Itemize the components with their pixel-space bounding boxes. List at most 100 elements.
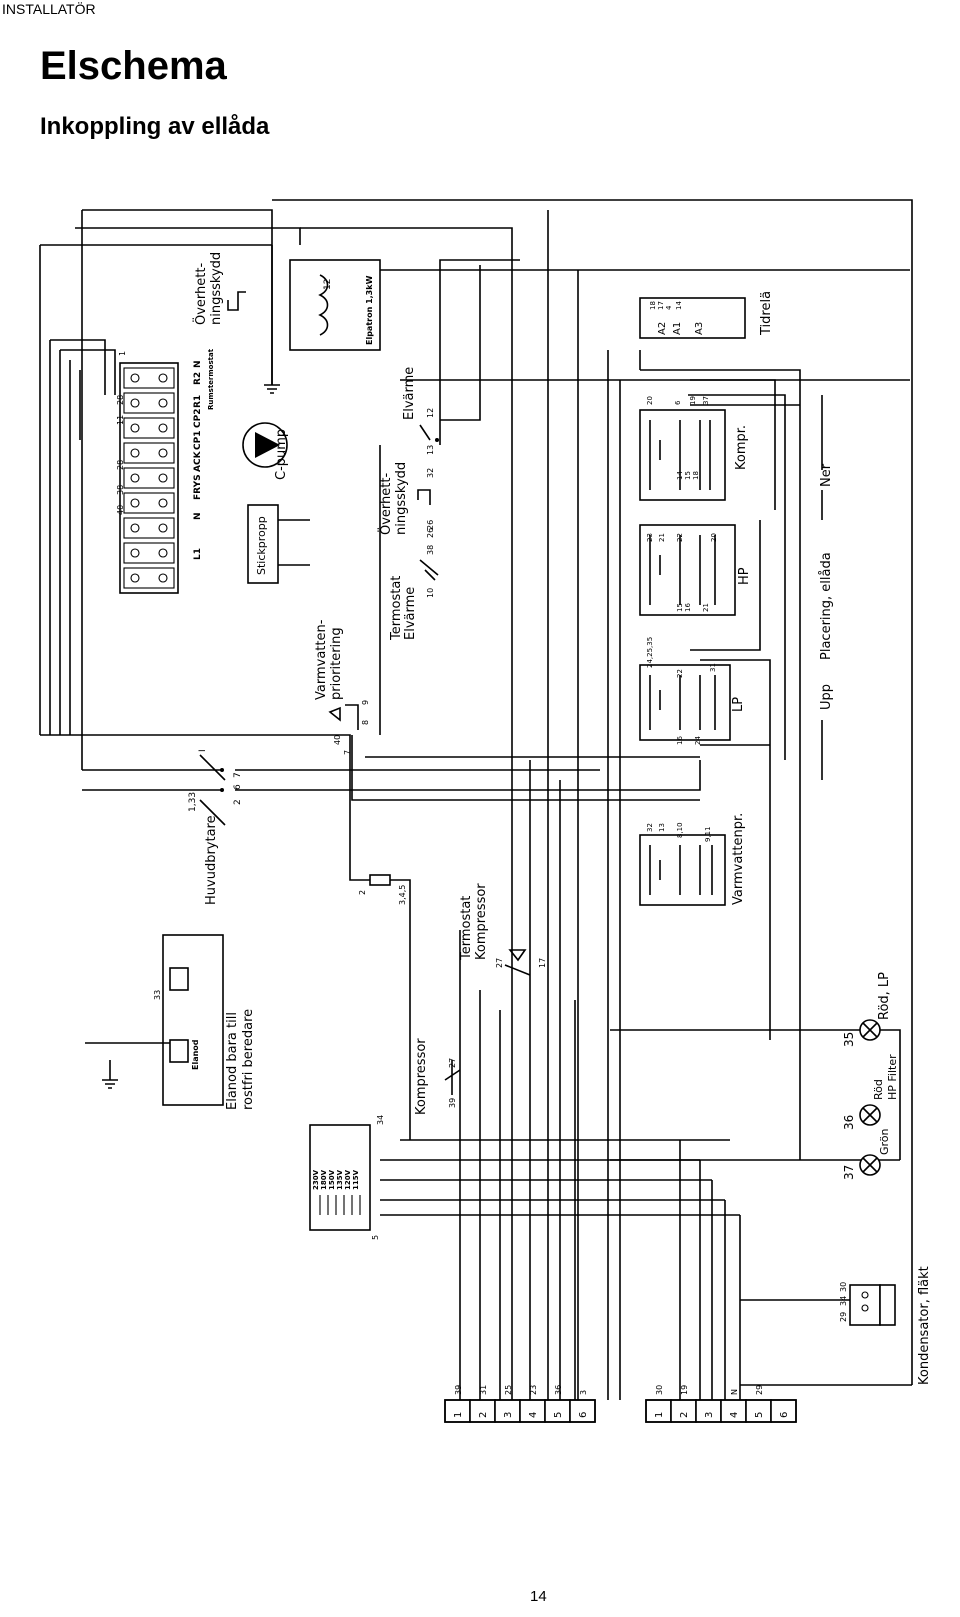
- terminal-position: 6: [779, 1412, 790, 1418]
- c-pump: C-pump: [242, 422, 289, 480]
- terminal-number: 5: [371, 1235, 380, 1240]
- voltage-tap-label: 230V: [312, 1169, 320, 1190]
- termostat-elvarme: Termostat Elvärme 10: [389, 559, 439, 641]
- termostat-elvarme-1: Termostat: [389, 576, 404, 641]
- rumstermostat-label: Rumstermostat: [207, 348, 215, 410]
- lamp-number: 36: [842, 1115, 856, 1130]
- terminal-position: 1: [654, 1412, 665, 1418]
- voltage-tap-label: 120V: [344, 1169, 352, 1190]
- relay-label: Varmvattenpr.: [731, 813, 746, 905]
- overhettningsskydd-top: Överhett- ningsskydd: [192, 252, 246, 325]
- screw-icon: [130, 573, 140, 583]
- relay-terminal-number: 15: [684, 471, 692, 480]
- elanod-label: Elanod: [191, 1039, 200, 1070]
- screw-icon: [158, 498, 168, 508]
- terminal-number: 26: [426, 528, 435, 538]
- terminal-position: 4: [729, 1412, 740, 1418]
- wire-number: 1: [118, 351, 127, 356]
- terminal-top-label: FRYS: [193, 474, 203, 500]
- terminal-position: 1: [453, 1412, 464, 1418]
- terminal-number: 34: [376, 1115, 385, 1125]
- voltage-tap-label: 180V: [320, 1169, 328, 1190]
- kompressor-label: Kompressor: [414, 1038, 429, 1115]
- relay-varmvattenpr: Varmvattenpr.: [639, 813, 746, 906]
- terminal-wire-number: 19: [680, 1385, 689, 1395]
- relay-terminal-number: 14: [676, 471, 684, 480]
- screw-icon: [158, 373, 168, 383]
- terminal-number: 12: [323, 279, 333, 290]
- terminal-number: 2: [358, 890, 367, 895]
- screw-icon: [130, 548, 140, 558]
- page-number: 14: [530, 1588, 547, 1605]
- lamp-label: HP Filter: [886, 1054, 899, 1100]
- screw-icon: [158, 548, 168, 558]
- overhett-label-1: Överhett-: [192, 263, 209, 325]
- screw-icon: [130, 523, 140, 533]
- relay-terminal-number: 13: [658, 823, 666, 832]
- terminal-position: 5: [754, 1412, 765, 1418]
- terminal-number: 26: [426, 520, 435, 530]
- elanod: 33 Elanod Elanod bara till rostfri bered…: [85, 934, 256, 1110]
- overhett-label-2: ningsskydd: [209, 252, 224, 325]
- terminal-position: 5: [553, 1412, 564, 1418]
- huvudbrytare: Huvudbrytare 1,33 2 6 7: [188, 754, 243, 905]
- terminal-top-label: CP1: [193, 431, 203, 450]
- screw-icon: [130, 448, 140, 458]
- kondensator-label: Kondensator, fläkt: [917, 1266, 932, 1385]
- terminal-number: 3,4,5: [398, 885, 407, 905]
- terminal-top-label: N: [193, 512, 203, 520]
- terminal-wire-number: 29: [755, 1385, 764, 1395]
- terminal-position: 4: [528, 1412, 539, 1418]
- termostat-elvarme-2: Elvärme: [403, 587, 418, 640]
- elanod-note-2: rostfri beredare: [241, 1009, 256, 1110]
- tidrela-number: 4: [665, 305, 673, 310]
- terminal-top-label: ACK: [193, 450, 203, 472]
- screw-icon: [158, 448, 168, 458]
- terminal-top-label: R1: [193, 395, 203, 408]
- overhettningsskydd-mid: Överhett- ningsskydd: [377, 462, 431, 535]
- terminal-wire-number: 23: [529, 1385, 538, 1395]
- relay-label: Kompr.: [734, 425, 749, 470]
- voltage-tap-label: 135V: [336, 1169, 344, 1190]
- kompressor: Kompressor 39 27: [414, 1038, 461, 1115]
- lamp-label: Röd, LP: [877, 972, 892, 1020]
- relay-terminal-number: 32: [646, 823, 654, 832]
- terminal-position: 3: [503, 1412, 514, 1418]
- terminal-number: 6: [233, 784, 243, 790]
- cpump-label: C-pump: [274, 429, 289, 480]
- stickpropp: Stickpropp: [247, 504, 310, 584]
- relay-terminal-number: 23: [646, 533, 654, 542]
- tidrela-pin: A2: [657, 322, 668, 335]
- screw-icon: [130, 423, 140, 433]
- page-subtitle: Inkoppling av ellåda: [40, 113, 270, 140]
- main-wires: [39, 199, 913, 1400]
- relay-terminal-number: 15: [676, 603, 684, 612]
- terminal-cell: [123, 567, 175, 589]
- relay-label: LP: [731, 697, 746, 712]
- terminal-number: 7: [343, 750, 352, 755]
- relay-terminal-number: 20: [646, 396, 654, 405]
- stickpropp-label: Stickpropp: [255, 516, 268, 575]
- terminal-block: 1: [118, 351, 179, 594]
- tidrela-pin: A3: [694, 322, 705, 335]
- termostat-kompressor: Termostat Kompressor 27 17: [459, 883, 547, 976]
- elvarme-label: Elvärme: [402, 367, 417, 420]
- varmvatten-prioritering: Varmvatten- prioritering 40 7 8 9: [314, 619, 370, 755]
- relay-terminal-number: 20: [710, 533, 718, 542]
- voltage-tap-label: 150V: [328, 1169, 336, 1190]
- tidrela-pin: A1: [672, 322, 683, 335]
- relay-terminal-number: 21: [658, 533, 666, 542]
- elpatron: Elpatron 1,3kW 12: [289, 259, 381, 351]
- screw-icon: [130, 398, 140, 408]
- terminal-cell: [123, 392, 175, 414]
- relay-terminal-number: 16: [684, 603, 692, 612]
- relay-label: HP: [737, 567, 752, 585]
- relay-terminal-number: 18: [692, 471, 700, 480]
- terminal-number: 27: [495, 958, 504, 968]
- terminal-frame: [645, 1399, 797, 1423]
- screw-icon: [158, 573, 168, 583]
- tidrela-number: 17: [657, 301, 665, 310]
- terminal-number: 2: [233, 799, 243, 805]
